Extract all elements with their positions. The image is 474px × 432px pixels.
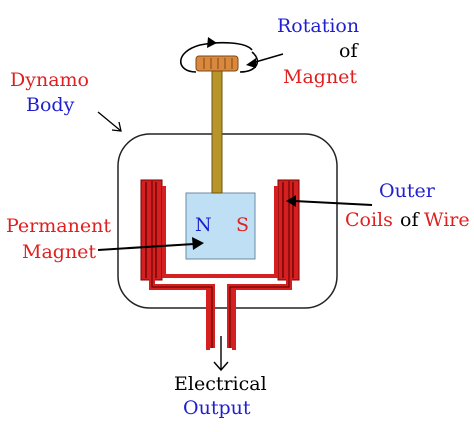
rotation-handle (195, 55, 239, 72)
electrical-label: Electrical (174, 373, 267, 395)
coils-of-label: of (400, 209, 420, 231)
dynamo-label: Dynamo (10, 69, 89, 91)
outer-label: Outer (379, 180, 436, 202)
body-label: Body (26, 94, 75, 116)
permanent-magnet-block (185, 192, 256, 260)
rotation-arrow-icon (180, 37, 259, 73)
north-pole-label: N (195, 214, 212, 236)
magnet-shaft (211, 65, 223, 194)
output-arrow (213, 336, 229, 372)
south-pole-label: S (236, 214, 249, 236)
magnet-pointer (97, 243, 195, 251)
coils-label: Coils (345, 209, 393, 231)
rotation-label: Rotation (277, 15, 359, 37)
rotation-magnet-label: Magnet (283, 66, 357, 88)
coil-wire (149, 181, 292, 348)
output-wires (206, 290, 236, 350)
dynamo-body-pointer (97, 111, 122, 132)
output-label: Output (183, 397, 251, 419)
rotation-of-label: of (339, 40, 359, 62)
rotation-pointer (251, 53, 284, 64)
magnet-label: Magnet (22, 241, 96, 263)
permanent-label: Permanent (6, 215, 111, 237)
wire-label: Wire (424, 209, 470, 231)
coils-pointer (293, 200, 373, 206)
